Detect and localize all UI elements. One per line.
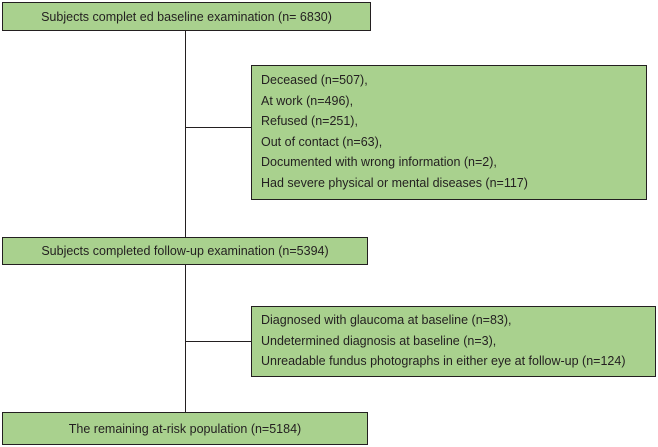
exclusion-item: Deceased (n=507), (261, 73, 368, 87)
exclusion-item: Diagnosed with glaucoma at baseline (n=8… (261, 313, 512, 327)
exclusion-item: Unreadable fundus photographs in either … (261, 354, 626, 368)
follow-up-examination-box: Subjects completed follow-up examination… (2, 237, 368, 265)
follow-up-examination-label: Subjects completed follow-up examination… (41, 244, 329, 258)
exclusion-item: Documented with wrong information (n=2), (261, 155, 497, 169)
baseline-exclusion-box: Diagnosed with glaucoma at baseline (n=8… (251, 306, 656, 377)
baseline-examination-box: Subjects complet ed baseline examination… (2, 2, 371, 31)
exclusion-item: At work (n=496), (261, 93, 354, 108)
connector-branch-2 (185, 341, 251, 342)
connector-vertical-2 (185, 265, 186, 412)
exclusion-item: Refused (n=251), (261, 114, 358, 128)
connector-branch-1 (185, 127, 251, 128)
loss-to-follow-up-box: Deceased (n=507), At work (n=496), Refus… (251, 65, 647, 200)
baseline-examination-label: Subjects complet ed baseline examination… (41, 9, 332, 24)
exclusion-item: Had severe physical or mental diseases (… (261, 175, 528, 190)
exclusion-item: Out of contact (n=63), (261, 134, 383, 149)
connector-vertical-1 (185, 31, 186, 237)
at-risk-population-box: The remaining at-risk population (n=5184… (2, 412, 368, 445)
exclusion-item: Undetermined diagnosis at baseline (n=3)… (261, 333, 497, 348)
at-risk-population-label: The remaining at-risk population (n=5184… (68, 421, 302, 436)
